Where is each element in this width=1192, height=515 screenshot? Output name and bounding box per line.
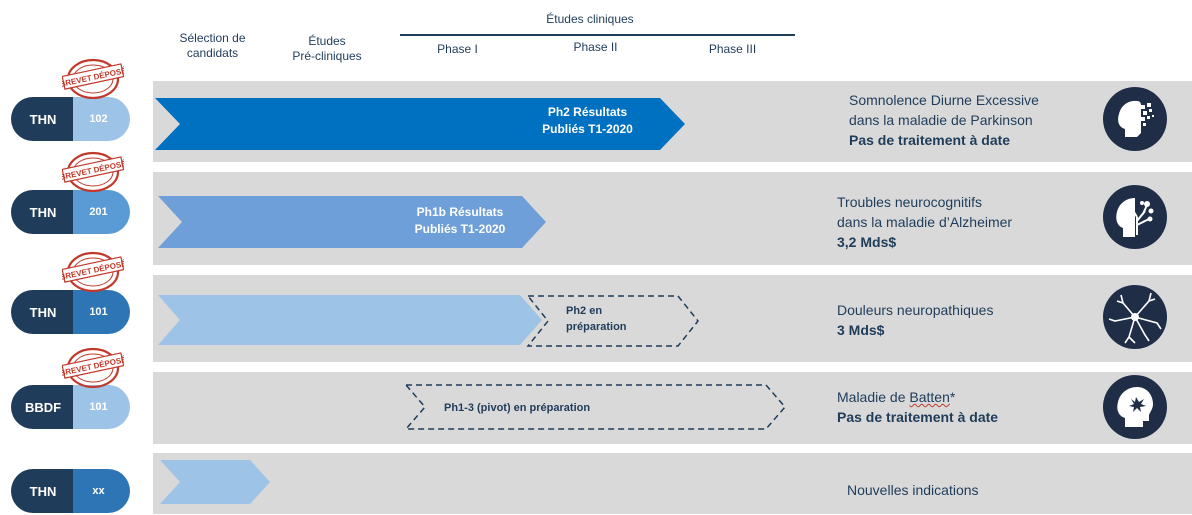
planned-arrow-3 <box>526 295 699 347</box>
header-phase-3: Phase III <box>708 42 757 56</box>
compound-prefix: THN <box>11 97 73 141</box>
planned-label-4: Ph1-3 (pivot) en préparation <box>444 402 591 414</box>
compound-prefix: BBDF <box>11 385 73 429</box>
compound-prefix: THN <box>11 469 73 513</box>
compound-prefix: THN <box>11 290 73 334</box>
patent-stamp-icon: BREVET DÉPOSÉ <box>62 251 124 292</box>
patent-stamp-icon: BREVET DÉPOSÉ <box>62 347 124 388</box>
compound-pill-5: THN xx <box>11 469 130 513</box>
compound-pill-4: BBDF 101 <box>11 385 130 429</box>
head-pixel-icon <box>1103 87 1167 151</box>
indication-1: Somnolence Diurne Excessive dans la mala… <box>849 92 1039 148</box>
progress-arrow-3 <box>158 295 542 345</box>
compound-prefix: THN <box>11 190 73 234</box>
header-phase-2: Phase II <box>573 40 618 54</box>
progress-arrow-1 <box>155 98 685 150</box>
compound-code: 102 <box>73 97 130 141</box>
header-phase-1: Phase I <box>437 42 478 56</box>
head-tree-icon <box>1103 185 1167 249</box>
progress-arrow-2 <box>158 196 546 248</box>
indication-3: Douleurs neuropathiques 3 Mds$ <box>837 302 994 338</box>
row-background-4 <box>153 372 1192 444</box>
compound-code: xx <box>73 469 130 513</box>
head-spot-icon <box>1103 375 1167 439</box>
patent-stamp-icon: BREVET DÉPOSÉ <box>62 151 124 192</box>
compound-code: 101 <box>73 385 130 429</box>
indication-2: Troubles neurocognitifs dans la maladie … <box>837 194 1013 250</box>
compound-code: 201 <box>73 190 130 234</box>
neuron-icon <box>1103 285 1167 349</box>
indication-5: Nouvelles indications <box>847 482 979 498</box>
compound-pill-3: THN 101 <box>11 290 130 334</box>
patent-stamp-icon: BREVET DÉPOSÉ <box>62 58 124 99</box>
indication-4: Maladie de Batten* Pas de traitement à d… <box>837 389 999 425</box>
compound-code: 101 <box>73 290 130 334</box>
header-underline <box>400 34 795 36</box>
row-background-5 <box>153 453 1192 514</box>
compound-pill-2: THN 201 <box>11 190 130 234</box>
planned-arrow-4 <box>404 384 786 430</box>
progress-arrow-5 <box>160 460 270 504</box>
compound-pill-1: THN 102 <box>11 97 130 141</box>
header-etudes-cliniques: Études cliniques <box>546 12 634 26</box>
